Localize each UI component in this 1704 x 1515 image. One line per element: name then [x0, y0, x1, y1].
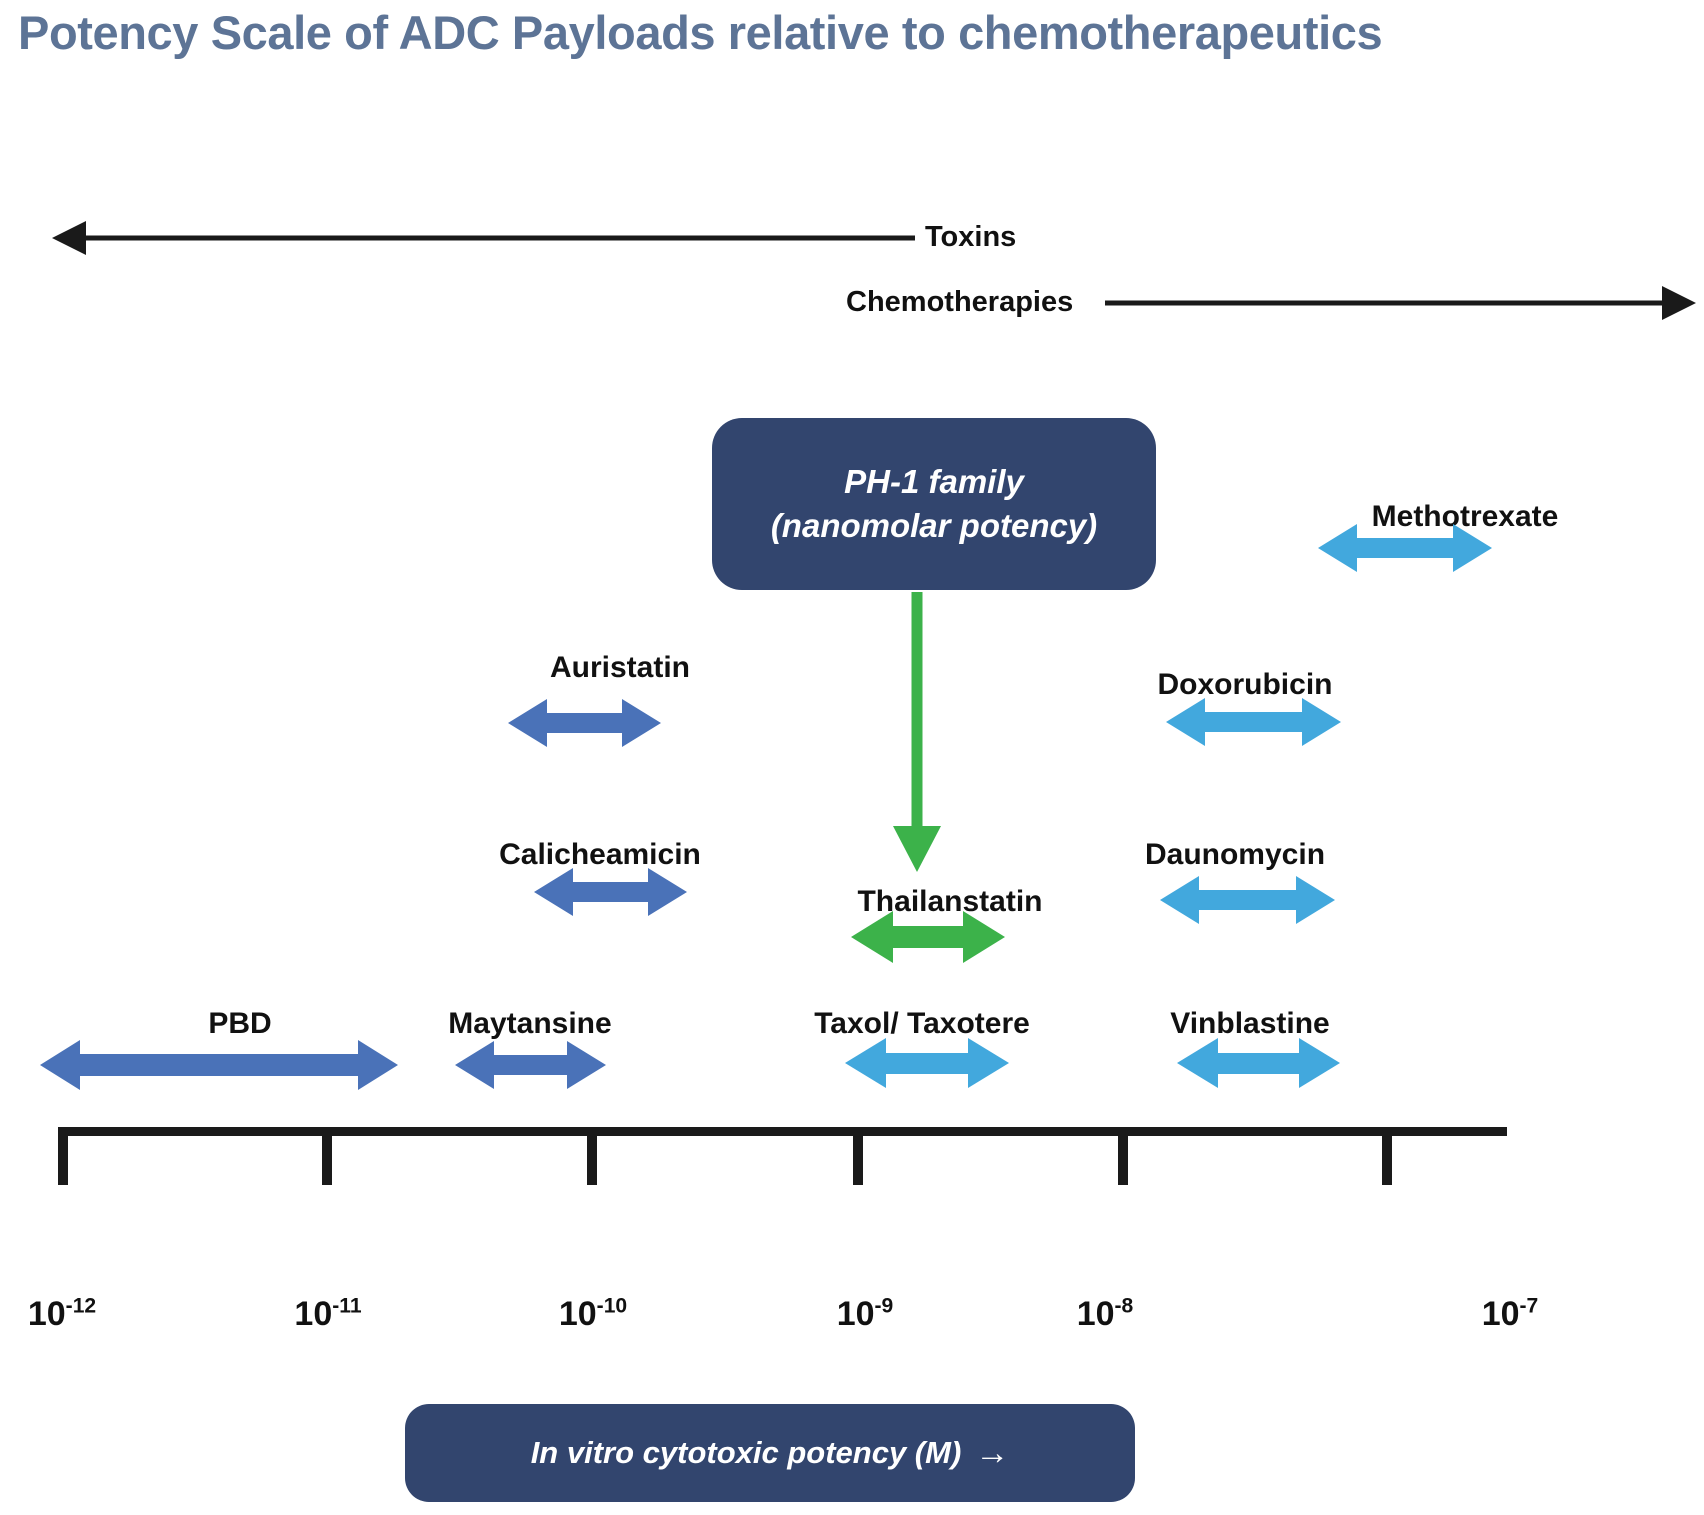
tick-base-3: 10: [836, 1295, 875, 1333]
toxins-label: Toxins: [925, 221, 1017, 253]
tick-exp-5: -7: [1519, 1294, 1539, 1318]
label-maytansine: Maytansine: [448, 1007, 612, 1040]
tick-exp-2: -10: [596, 1294, 628, 1318]
tick-base-0: 10: [27, 1295, 66, 1333]
tick-exp-1: -11: [332, 1294, 362, 1318]
tick-exp-3: -9: [874, 1294, 894, 1318]
label-calicheamicin: Calicheamicin: [499, 838, 701, 871]
label-taxol-taxotere: Taxol/ Taxotere: [814, 1007, 1030, 1040]
label-pbd: PBD: [208, 1007, 272, 1040]
tick-label-4: 10-8: [1015, 1295, 1195, 1334]
ph1-family-line2: (nanomolar potency): [770, 507, 1098, 544]
toxins-direction-arrow: [52, 221, 915, 255]
tick-label-0: 10-12: [0, 1295, 152, 1334]
axis-tick-5: [1382, 1127, 1392, 1185]
page-title: Potency Scale of ADC Payloads relative t…: [18, 6, 1383, 59]
range-arrow-pbd[interactable]: [40, 1040, 398, 1090]
axis-tick-4: [1118, 1127, 1128, 1185]
label-doxorubicin: Doxorubicin: [1157, 668, 1333, 701]
tick-base-5: 10: [1481, 1295, 1520, 1333]
axis-tick-2: [587, 1127, 597, 1185]
axis-caption-box: In vitro cytotoxic potency (M) →: [405, 1404, 1135, 1502]
axis-tick-0: [58, 1127, 68, 1185]
label-auristatin: Auristatin: [549, 651, 690, 684]
label-daunomycin: Daunomycin: [1144, 838, 1326, 871]
range-arrow-calicheamicin[interactable]: [534, 868, 687, 916]
label-thailanstatin: Thailanstatin: [857, 885, 1043, 918]
ph1-family-line1: PH-1 family: [844, 463, 1024, 501]
potency-axis: [58, 1127, 1507, 1185]
chemotherapies-label: Chemotherapies: [846, 286, 1074, 318]
tick-base-2: 10: [558, 1295, 597, 1333]
range-arrow-taxol-taxotere[interactable]: [845, 1038, 1009, 1088]
tick-base-4: 10: [1076, 1295, 1115, 1333]
ph1-to-thailanstatin-arrow: [893, 592, 941, 872]
tick-label-3: 10-9: [775, 1295, 955, 1334]
range-arrow-auristatin[interactable]: [508, 699, 661, 747]
axis-tick-3: [853, 1127, 863, 1185]
range-arrow-doxorubicin[interactable]: [1166, 698, 1341, 746]
axis-caption-text: In vitro cytotoxic potency (M): [530, 1435, 962, 1470]
tick-label-1: 10-11: [238, 1295, 418, 1334]
tick-label-2: 10-10: [503, 1295, 683, 1334]
range-arrow-daunomycin[interactable]: [1160, 876, 1335, 924]
right-arrow-icon: →: [975, 1433, 1010, 1472]
label-methotrexate: Methotrexate: [1371, 500, 1559, 533]
label-vinblastine: Vinblastine: [1170, 1007, 1330, 1040]
chemotherapies-direction-arrow: [1105, 286, 1696, 320]
tick-label-5: 10-7: [1420, 1295, 1600, 1334]
axis-tick-1: [322, 1127, 332, 1185]
tick-exp-0: -12: [65, 1294, 97, 1318]
tick-base-1: 10: [294, 1295, 333, 1333]
ph1-family-box: PH-1 family (nanomolar potency): [712, 418, 1156, 590]
range-arrow-maytansine[interactable]: [455, 1041, 606, 1089]
tick-exp-4: -8: [1114, 1294, 1134, 1318]
range-arrow-vinblastine[interactable]: [1177, 1038, 1340, 1088]
